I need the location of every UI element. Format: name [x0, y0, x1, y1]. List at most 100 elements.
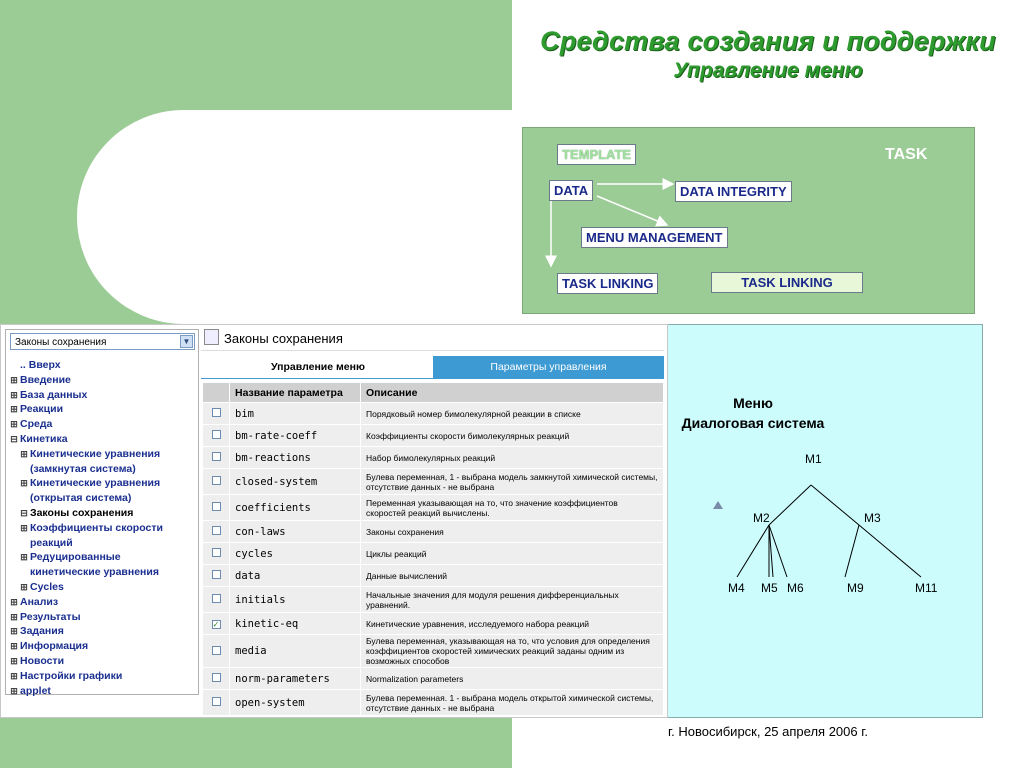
node-template: TEMPLATE [557, 144, 637, 165]
edge-m3-m11 [858, 524, 922, 578]
sidebar-item[interactable]: ⊞Новости [10, 654, 196, 669]
param-description: Normalization parameters [360, 667, 664, 690]
sidebar-item[interactable]: ⊞Настройки графики [10, 669, 196, 684]
tree-node-m9: M9 [847, 581, 864, 595]
sidebar-item[interactable]: ⊞Задания [10, 624, 196, 639]
slide-footer: г. Новосибирск, 25 апреля 2006 г. [667, 724, 868, 739]
expand-icon[interactable]: ⊞ [10, 404, 18, 415]
sidebar-item[interactable]: ⊞Cycles [10, 580, 196, 595]
checkbox[interactable] [211, 452, 221, 461]
expand-icon[interactable]: ⊞ [20, 552, 28, 563]
slide-background-bottom [0, 716, 512, 768]
expand-icon[interactable]: ⊞ [10, 670, 18, 681]
table-header-row: Название параметра Описание [202, 382, 664, 403]
tree-node-m4: M4 [728, 581, 745, 595]
expand-icon[interactable]: ⊞ [20, 522, 28, 533]
title-divider [201, 350, 664, 351]
sidebar-item-label: Редуцированные [30, 551, 121, 564]
row-checkbox-cell [202, 402, 230, 425]
sidebar-item-label: Законы сохранения [30, 506, 134, 519]
checkbox[interactable] [211, 594, 221, 603]
sidebar-item-label: Задания [20, 625, 64, 638]
checkbox[interactable] [211, 673, 221, 682]
tab-menu-management[interactable]: Управление меню [271, 361, 365, 373]
checkbox[interactable] [211, 645, 221, 655]
sidebar-item[interactable]: ⊞Среда [10, 417, 196, 432]
param-description: Порядковый номер бимолекулярной реакции … [360, 402, 664, 425]
task-diagram-arrows [545, 178, 675, 268]
expand-icon[interactable]: ⊞ [10, 596, 18, 607]
edge-m2-m5b [768, 524, 774, 578]
sidebar-item[interactable]: .. Вверх [10, 358, 196, 373]
expand-icon[interactable]: ⊞ [10, 685, 18, 696]
expand-icon[interactable]: ⊞ [20, 581, 28, 592]
param-name: kinetic-eq [229, 612, 361, 635]
sidebar-item[interactable]: ⊟Кинетика [10, 432, 196, 447]
sidebar-item[interactable]: ⊞Реакции [10, 402, 196, 417]
sidebar-item[interactable]: ⊞Информация [10, 639, 196, 654]
sidebar-item[interactable]: (замкнутая система) [10, 462, 196, 477]
edge-m2-m4 [736, 524, 770, 578]
arrow-data-to-menu [596, 195, 669, 227]
app-screenshot: Законы сохранения ▼ .. Вверх⊞Введение⊞Ба… [0, 324, 668, 718]
param-description: Законы сохранения [360, 520, 664, 543]
sidebar-item[interactable]: ⊞Коэффициенты скорости [10, 521, 196, 536]
chevron-down-icon[interactable]: ▼ [180, 335, 193, 348]
sidebar-item[interactable]: ⊞Анализ [10, 595, 196, 610]
expand-icon[interactable]: ⊞ [20, 478, 28, 489]
sidebar-item[interactable]: ⊞Введение [10, 373, 196, 388]
expand-icon[interactable]: ⊞ [10, 641, 18, 652]
collapse-icon[interactable]: ⊟ [20, 507, 28, 518]
sidebar-item-label: Новости [20, 654, 65, 667]
param-description: Кинетические уравнения, исследуемого наб… [360, 612, 664, 635]
expand-icon[interactable]: ⊞ [20, 448, 28, 459]
row-checkbox-cell [202, 564, 230, 587]
sidebar-item[interactable]: ⊞Редуцированные [10, 550, 196, 565]
sidebar-item-label: Кинетические уравнения [30, 447, 161, 460]
sidebar-item[interactable]: (открытая система) [10, 491, 196, 506]
checkbox[interactable] [211, 526, 221, 535]
param-name: norm-parameters [229, 667, 361, 690]
section-select[interactable]: Законы сохранения ▼ [10, 333, 195, 350]
expand-icon[interactable]: ⊞ [10, 419, 18, 430]
checkbox[interactable] [211, 570, 221, 579]
sidebar-item[interactable]: ⊞База данных [10, 388, 196, 403]
sidebar-item[interactable]: реакций [10, 536, 196, 551]
checkbox[interactable] [211, 548, 221, 557]
expand-icon[interactable]: ⊞ [10, 374, 18, 385]
param-description: Коэффициенты скорости бимолекулярных реа… [360, 424, 664, 447]
param-name: bm-reactions [229, 446, 361, 469]
param-description: Переменная указывающая на то, что значен… [360, 494, 664, 521]
sidebar-item[interactable]: ⊞Кинетические уравнения [10, 447, 196, 462]
expand-icon[interactable]: ⊞ [10, 389, 18, 400]
expand-icon[interactable]: ⊞ [10, 626, 18, 637]
row-checkbox-cell [202, 468, 230, 495]
checkbox-checked[interactable]: ✓ [211, 619, 221, 629]
row-checkbox-cell [202, 586, 230, 613]
sidebar-item[interactable]: ⊟Законы сохранения [10, 506, 196, 521]
sidebar-item[interactable]: ⊞Результаты [10, 610, 196, 625]
checkbox[interactable] [211, 430, 221, 439]
checkbox[interactable] [211, 476, 221, 485]
checkbox[interactable] [211, 502, 221, 511]
tab-control-parameters[interactable]: Параметры управления [433, 356, 664, 378]
checkbox[interactable] [211, 408, 221, 417]
page-title: Законы сохранения [204, 329, 343, 346]
sidebar-item-label: Анализ [20, 595, 59, 608]
header-checkbox-cell [202, 382, 230, 403]
node-task-linking-highlighted: TASK LINKING [711, 272, 863, 293]
sidebar-item[interactable]: кинетические уравнения [10, 565, 196, 580]
node-task-linking: TASK LINKING [557, 273, 659, 294]
sidebar-item[interactable]: ⊞Кинетические уравнения [10, 476, 196, 491]
expand-icon[interactable]: ⊞ [10, 611, 18, 622]
tree-node-m6: M6 [787, 581, 804, 595]
expand-icon[interactable]: ⊞ [10, 655, 18, 666]
sidebar-item[interactable]: ⊞applet [10, 684, 196, 699]
collapse-icon[interactable]: ⊟ [10, 433, 18, 444]
checkbox[interactable] [211, 697, 221, 706]
